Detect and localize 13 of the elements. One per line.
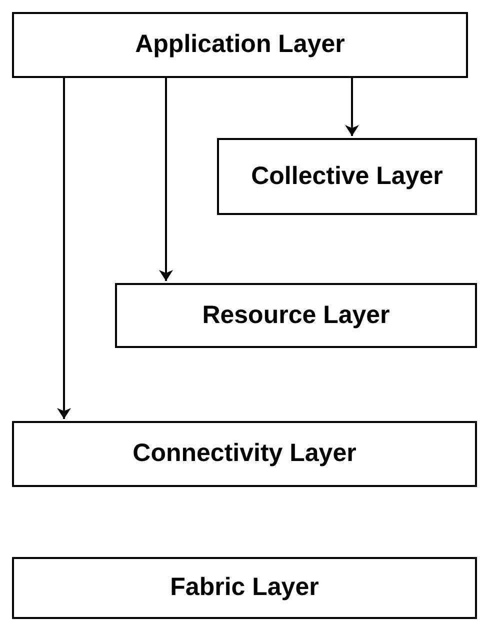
layer-label: Collective Layer bbox=[251, 160, 443, 192]
layer-box bbox=[115, 283, 477, 348]
arrow bbox=[57, 78, 71, 419]
arrow bbox=[345, 78, 359, 136]
arrow bbox=[159, 78, 173, 281]
layer-label: Connectivity Layer bbox=[132, 438, 356, 470]
layer-box bbox=[12, 12, 468, 78]
layer-box bbox=[12, 557, 477, 619]
layer-box bbox=[217, 138, 477, 215]
layer-label: Resource Layer bbox=[202, 300, 390, 331]
layer-label: Fabric Layer bbox=[170, 572, 319, 604]
layer-label: Application Layer bbox=[135, 29, 345, 60]
layer-box bbox=[12, 421, 477, 487]
